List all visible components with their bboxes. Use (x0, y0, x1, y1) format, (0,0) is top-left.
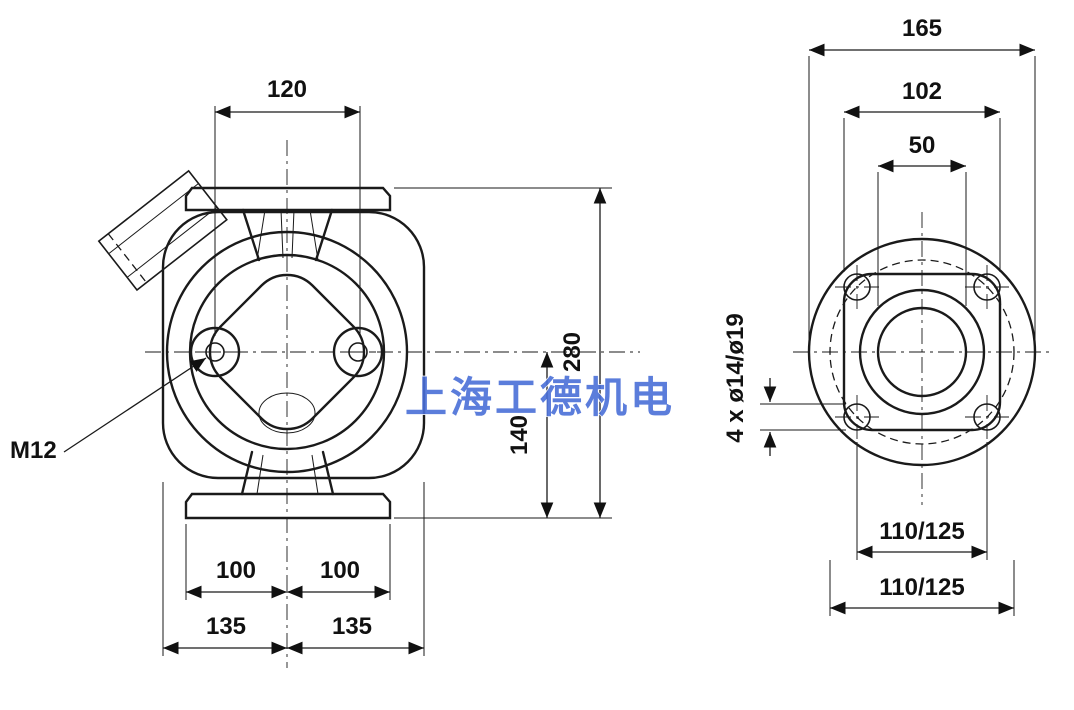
watermark-text: 上海工德机电 (405, 374, 675, 421)
bolt-circle (829, 259, 1015, 445)
dim-label-100-right: 100 (320, 557, 360, 584)
thread-callout-m12: M12 (10, 357, 207, 464)
thread-label-m12: M12 (10, 437, 57, 464)
front-view: 120 280 140 100 100 13 (10, 76, 640, 668)
dimension-50: 50 (877, 132, 967, 306)
terminal-box (97, 169, 228, 292)
bottom-flange (184, 492, 392, 520)
flange-outer-circle (807, 237, 1037, 467)
dimension-110-125-inner: 110/125 (856, 442, 988, 560)
end-view: 165 102 50 4 x ø14/ø19 (722, 15, 1052, 616)
dim-label-102: 102 (902, 78, 942, 105)
dimension-135-135: 135 135 (162, 482, 425, 656)
housing-square (842, 272, 1002, 432)
top-neck (241, 208, 334, 262)
dim-label-135-left: 135 (206, 613, 246, 640)
dim-label-165: 165 (902, 15, 942, 42)
dimension-100-100: 100 100 (185, 524, 391, 600)
dim-label-110-125-inner: 110/125 (879, 518, 964, 545)
dimension-110-125-outer: 110/125 (829, 560, 1015, 616)
drain-boss (258, 392, 316, 434)
bottom-neck (240, 450, 335, 496)
dim-label-110-125-outer: 110/125 (879, 574, 964, 601)
volute-outer-circle (165, 230, 409, 474)
dimension-102: 102 (843, 78, 1001, 272)
bolt-hole-size-label: 4 x ø14/ø19 (722, 313, 749, 442)
dim-label-135-right: 135 (332, 613, 372, 640)
dim-label-120: 120 (267, 76, 307, 103)
dimension-120: 120 (214, 76, 361, 336)
right-bolt-boss (332, 326, 384, 378)
port-bore-circle (876, 306, 968, 398)
top-flange (184, 186, 392, 212)
dimension-140: 140 (506, 352, 554, 518)
dim-label-140: 140 (506, 415, 533, 455)
flange-bolt-holes (835, 265, 1009, 439)
housing-clover (208, 273, 366, 431)
dim-label-100-left: 100 (216, 557, 256, 584)
dim-label-50: 50 (909, 132, 936, 159)
raised-face-circle (858, 288, 986, 416)
dimension-165: 165 (808, 15, 1036, 340)
dim-label-280: 280 (559, 332, 586, 372)
dimension-280: 280 (394, 187, 612, 519)
bolt-hole-size-callout: 4 x ø14/ø19 (722, 313, 846, 456)
